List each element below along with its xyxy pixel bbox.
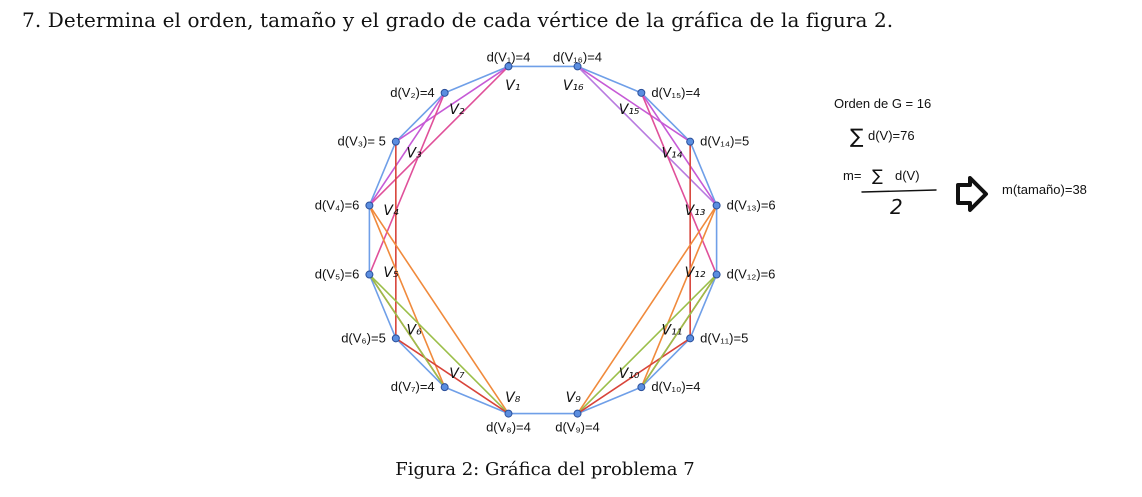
edge-v15-v13 <box>640 92 718 206</box>
degree-label-v11: d(V₁₁)=5 <box>700 330 748 345</box>
degree-label-v5: d(V₅)=6 <box>315 267 360 282</box>
hand-label-v1: V₁ <box>505 78 520 94</box>
vertex-degree-labels: d(V₁)=4 d(V₂)=4 d(V₃)= 5 d(V₄)=6 d(V₅)=6 d(V₆… <box>315 49 776 434</box>
hand-label-v15: V₁₅ <box>619 102 640 118</box>
hand-label-v7: V₇ <box>449 366 465 382</box>
formula-denominator: 2 <box>890 195 903 219</box>
hand-label-v12: V₁₂ <box>685 265 706 281</box>
vertex-v15 <box>637 88 646 97</box>
formula-sum-symbol: ∑ <box>872 166 883 185</box>
edge-v16-v14 <box>577 65 691 143</box>
edge-v2-v3 <box>395 92 446 143</box>
degree-label-v15: d(V₁₅)=4 <box>651 85 700 100</box>
edge-v12-v9 <box>576 273 718 415</box>
hand-label-v6: V₆ <box>407 322 423 338</box>
edge-v11-v9 <box>577 337 691 415</box>
degree-label-v2: d(V₂)=4 <box>390 85 434 100</box>
edge-v4-v8 <box>368 205 510 415</box>
problem-statement: 7. Determina el orden, tamaño y el grado… <box>22 8 893 32</box>
edge-v13-v9 <box>576 205 718 415</box>
vertex-v13 <box>712 201 721 210</box>
degree-label-v7: d(V₇)=4 <box>391 379 435 394</box>
edge-v5-v6 <box>368 274 397 339</box>
edge-v10-v12 <box>640 274 718 388</box>
degree-label-v14: d(V₁₄)=5 <box>700 134 749 149</box>
vertex-v4 <box>365 201 374 210</box>
hand-label-v14: V₁₄ <box>661 146 682 162</box>
edge-v11-v12 <box>689 274 718 339</box>
formula-prefix: m= <box>843 168 861 183</box>
edge-v3-v4 <box>368 141 397 206</box>
figure-caption: Figura 2: Gráfica del problema 7 <box>395 459 695 480</box>
vertex-v9 <box>573 409 582 418</box>
side-notes: Orden de G = 16 ∑ d(V)=76 m= ∑ d(V) 2 m(… <box>834 96 1087 219</box>
edge-v13-v10 <box>640 205 718 388</box>
edge-v7-v5 <box>368 274 446 388</box>
hand-label-v4: V₄ <box>383 203 399 219</box>
degree-label-v1: d(V₁)=4 <box>487 49 531 64</box>
degree-label-v6: d(V₆)=5 <box>341 330 386 345</box>
edge-v7-v8 <box>444 386 509 415</box>
edge-v1-v2 <box>444 65 509 94</box>
degree-label-v13: d(V₁₃)=6 <box>727 197 776 212</box>
vertex-v3 <box>391 137 400 146</box>
degree-label-v4: d(V₄)=6 <box>315 197 360 212</box>
degree-label-v3: d(V₃)= 5 <box>338 134 386 149</box>
edge-v4-v7 <box>368 205 446 388</box>
vertex-v5 <box>365 270 374 279</box>
hand-label-v3: V₃ <box>407 146 423 162</box>
formula-numerator: d(V) <box>895 168 920 183</box>
graph-vertices <box>365 62 721 418</box>
vertex-v14 <box>686 137 695 146</box>
vertex-v7 <box>440 383 449 392</box>
vertex-v8 <box>504 409 513 418</box>
edge-v2-v4 <box>368 92 446 206</box>
edge-v14-v15 <box>640 92 691 143</box>
edge-v1-v4 <box>368 65 510 207</box>
edge-v15-v16 <box>577 65 642 94</box>
vertex-v10 <box>637 383 646 392</box>
vertex-v1 <box>504 62 513 71</box>
degree-label-v10: d(V₁₀)=4 <box>651 379 700 394</box>
hand-label-v9: V₉ <box>566 390 582 406</box>
hand-label-v16: V₁₆ <box>563 78 584 94</box>
vertex-v12 <box>712 270 721 279</box>
vertex-v2 <box>440 88 449 97</box>
hand-label-v13: V₁₃ <box>685 203 706 219</box>
problem-text: Determina el orden, tamaño y el grado de… <box>47 8 894 32</box>
fraction-bar <box>861 189 937 193</box>
right-arrow-icon <box>956 176 988 212</box>
graph-edges <box>368 65 718 415</box>
sum-symbol: ∑ <box>850 124 864 148</box>
edge-v2-v5 <box>368 92 446 275</box>
vertex-v11 <box>686 334 695 343</box>
hand-label-v10: V₁₀ <box>619 366 640 382</box>
hand-label-v2: V₂ <box>449 102 465 118</box>
problem-number: 7. <box>22 8 42 32</box>
edge-v10-v11 <box>640 337 691 388</box>
sum-note: d(V)=76 <box>868 128 915 143</box>
degree-label-v9: d(V₉)=4 <box>555 420 600 435</box>
vertex-v16 <box>573 62 582 71</box>
vertex-v6 <box>391 334 400 343</box>
size-result: m(tamaño)=38 <box>1002 182 1087 197</box>
edge-v9-v10 <box>577 386 642 415</box>
hand-label-v5: V₅ <box>383 265 399 281</box>
hand-label-v11: V₁₁ <box>661 322 682 338</box>
degree-label-v8: d(V₈)=4 <box>486 420 531 435</box>
degree-label-v16: d(V₁₆)=4 <box>553 49 602 64</box>
edge-v5-v8 <box>368 273 510 415</box>
edge-v6-v8 <box>395 337 509 415</box>
order-note: Orden de G = 16 <box>834 96 931 111</box>
degree-label-v12: d(V₁₂)=6 <box>727 267 776 282</box>
edge-v15-v12 <box>640 92 718 275</box>
edge-v13-v14 <box>689 141 718 206</box>
vertex-handwritten-labels: V₁ V₂ V₃ V₄ V₅ V₆ V₇ V₈ V₉ V₁₀ V₁₁ V₁₂ V₁₃ V₁₄ V₁₅ V₁₆ <box>383 78 705 406</box>
hand-label-v8: V₈ <box>505 390 521 406</box>
edge-v1-v3 <box>395 65 509 143</box>
edge-v6-v7 <box>395 337 446 388</box>
edge-v16-v13 <box>576 65 718 207</box>
